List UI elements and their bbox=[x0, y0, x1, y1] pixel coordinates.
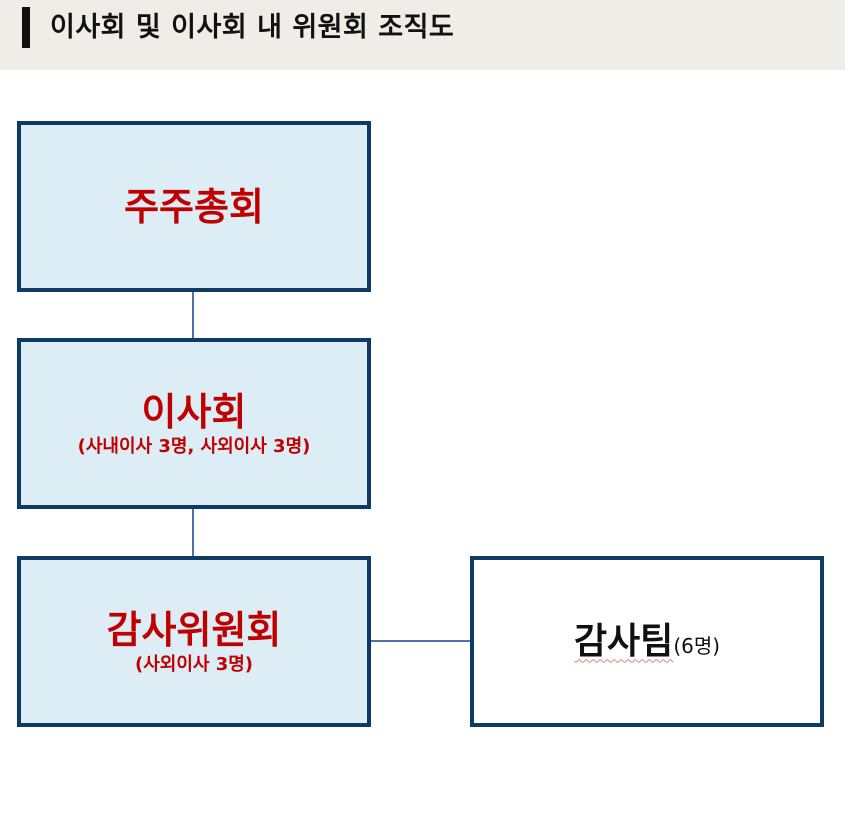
connector-shareholders-to-board bbox=[192, 290, 194, 340]
node-title: 이사회 bbox=[141, 389, 247, 434]
page-title: 이사회 및 이사회 내 위원회 조직도 bbox=[50, 12, 455, 43]
node-subtitle: (사내이사 3명, 사외이사 3명) bbox=[77, 435, 311, 457]
audit-team-label: 감사팀 (6명) bbox=[574, 620, 720, 664]
node-title: 감사위원회 bbox=[106, 607, 282, 652]
node-subtitle: (6명) bbox=[673, 633, 721, 658]
node-shareholders-meeting: 주주총회 bbox=[17, 121, 371, 292]
node-subtitle: (사외이사 3명) bbox=[134, 653, 254, 675]
header-accent-bar bbox=[22, 7, 30, 48]
connector-audit-committee-to-audit-team bbox=[369, 640, 472, 642]
page-header: 이사회 및 이사회 내 위원회 조직도 bbox=[0, 0, 845, 70]
node-title: 주주총회 bbox=[124, 184, 264, 229]
node-audit-team: 감사팀 (6명) bbox=[470, 556, 824, 727]
node-audit-committee: 감사위원회 (사외이사 3명) bbox=[17, 556, 371, 727]
connector-board-to-audit-committee bbox=[192, 507, 194, 558]
node-board-of-directors: 이사회 (사내이사 3명, 사외이사 3명) bbox=[17, 338, 371, 509]
node-title: 감사팀 bbox=[573, 620, 674, 662]
